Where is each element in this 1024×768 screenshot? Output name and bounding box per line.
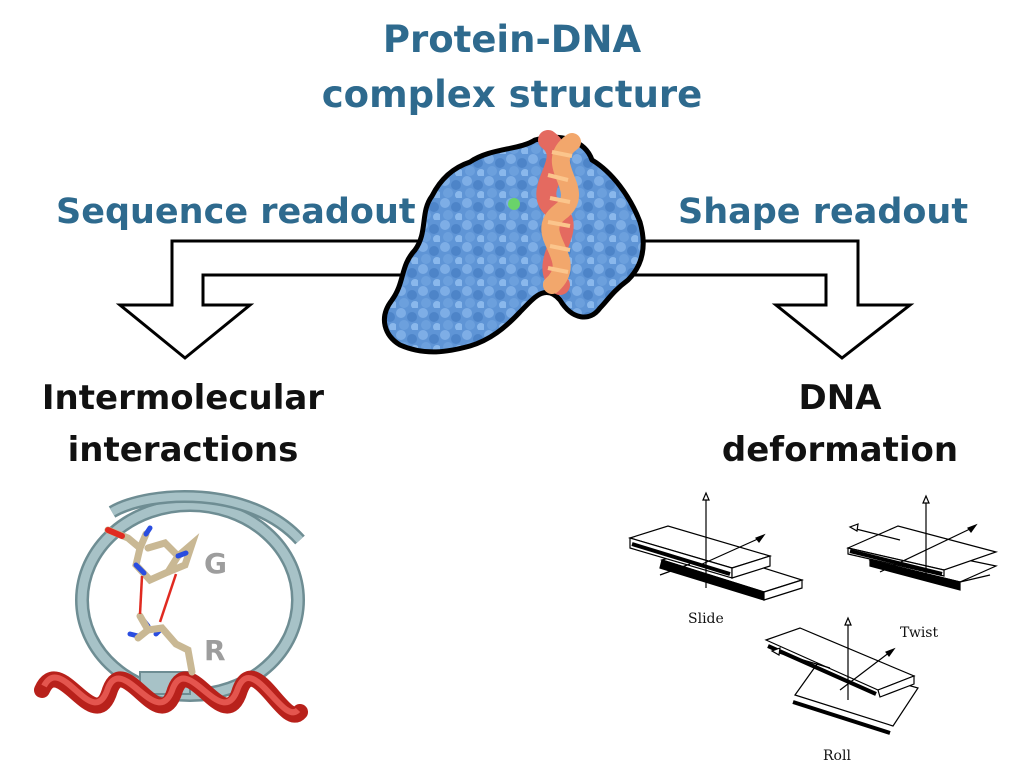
twist-label: Twist <box>900 625 938 641</box>
intermolecular-interaction-illustration: G R <box>34 490 308 723</box>
result-left-line-1: Intermolecular <box>41 378 325 418</box>
shape-readout-label: Shape readout <box>678 192 969 232</box>
roll-label: Roll <box>823 748 851 764</box>
protein-dna-complex <box>381 130 646 355</box>
hydrogen-bonds <box>138 573 178 623</box>
slide-illustration <box>627 491 804 601</box>
dna-deformation-label: DNA deformation <box>700 372 980 476</box>
dna-double-helix <box>536 130 581 295</box>
diagram-title: Protein-DNA complex structure <box>262 12 762 122</box>
slide-label: Slide <box>688 611 724 627</box>
roll-illustration <box>764 616 919 735</box>
sequence-readout-label: Sequence readout <box>56 192 416 232</box>
title-line-2: complex structure <box>321 73 703 116</box>
sequence-readout-arrow <box>115 239 434 360</box>
ligand-spot <box>508 198 520 210</box>
protein-surface <box>381 134 646 355</box>
arginine-sticks <box>134 612 196 676</box>
result-right-line-2: deformation <box>721 430 959 470</box>
twist-illustration <box>846 494 999 591</box>
intermolecular-interactions-label: Intermolecular interactions <box>38 372 328 476</box>
base-label: G <box>204 547 227 580</box>
base-guanine-sticks <box>104 526 200 585</box>
result-right-line-1: DNA <box>798 378 882 418</box>
residue-label: R <box>204 634 226 667</box>
title-line-1: Protein-DNA <box>382 18 642 61</box>
shape-readout-arrow <box>618 239 915 360</box>
result-left-line-2: interactions <box>67 430 299 470</box>
base-pair-step-illustrations: Slide Twist Roll <box>627 491 999 764</box>
